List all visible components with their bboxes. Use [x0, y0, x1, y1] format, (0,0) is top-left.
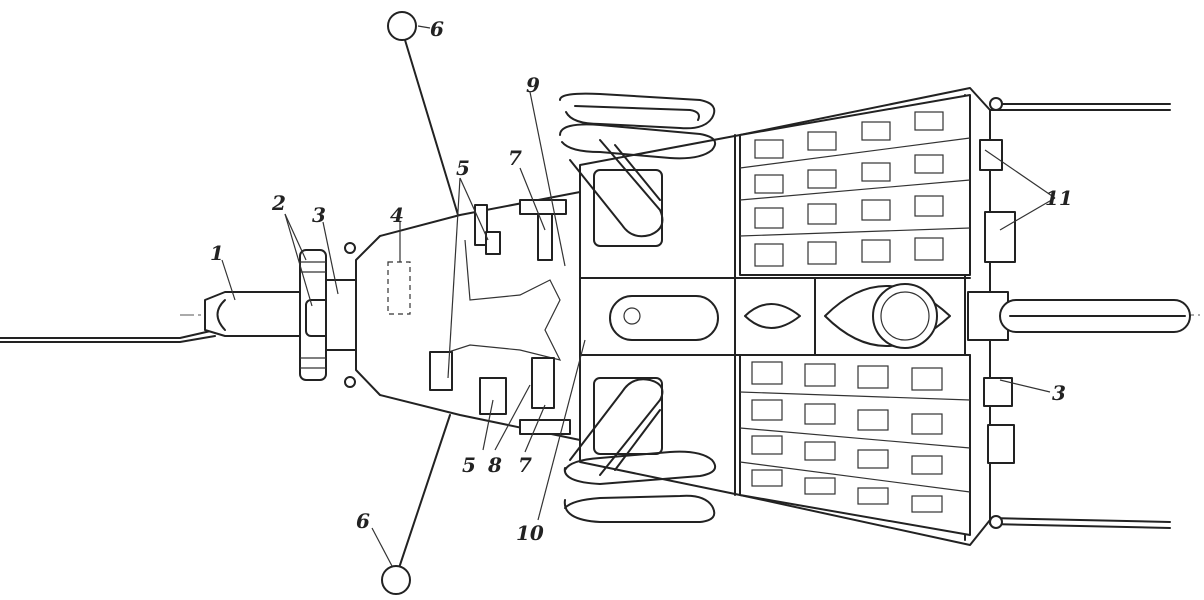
rear-antennas: [989, 97, 1171, 529]
instruments-lower: [429, 351, 571, 435]
rear-structure: [967, 139, 1191, 464]
callout-6-upper: 6: [430, 17, 444, 41]
coil-tubes-lower: [563, 378, 716, 523]
nose-assembly: [204, 249, 357, 381]
callout-6-lower: 6: [356, 509, 370, 533]
callout-4: 4: [390, 203, 404, 227]
whip-antenna-upper: [387, 11, 459, 216]
left-antenna: [0, 329, 216, 343]
callout-3-left: 3: [312, 203, 326, 227]
callout-10: 10: [516, 521, 544, 545]
callout-5-lower: 5: [462, 453, 476, 477]
callout-3-right: 3: [1052, 381, 1066, 405]
solar-panels-upper: [739, 94, 971, 276]
callout-11: 11: [1045, 186, 1073, 210]
leader-lines: [221, 25, 1056, 567]
solar-panels-lower: [739, 354, 971, 536]
callout-8: 8: [487, 453, 502, 477]
callout-7-upper: 7: [508, 146, 522, 170]
callout-1: 1: [210, 241, 224, 265]
callout-9: 9: [526, 73, 540, 97]
callout-2: 2: [271, 191, 286, 215]
callout-5-upper: 5: [456, 156, 470, 180]
callout-7-lower: 7: [518, 453, 532, 477]
whip-antenna-lower: [381, 414, 451, 595]
coil-tubes-upper: [559, 92, 716, 238]
